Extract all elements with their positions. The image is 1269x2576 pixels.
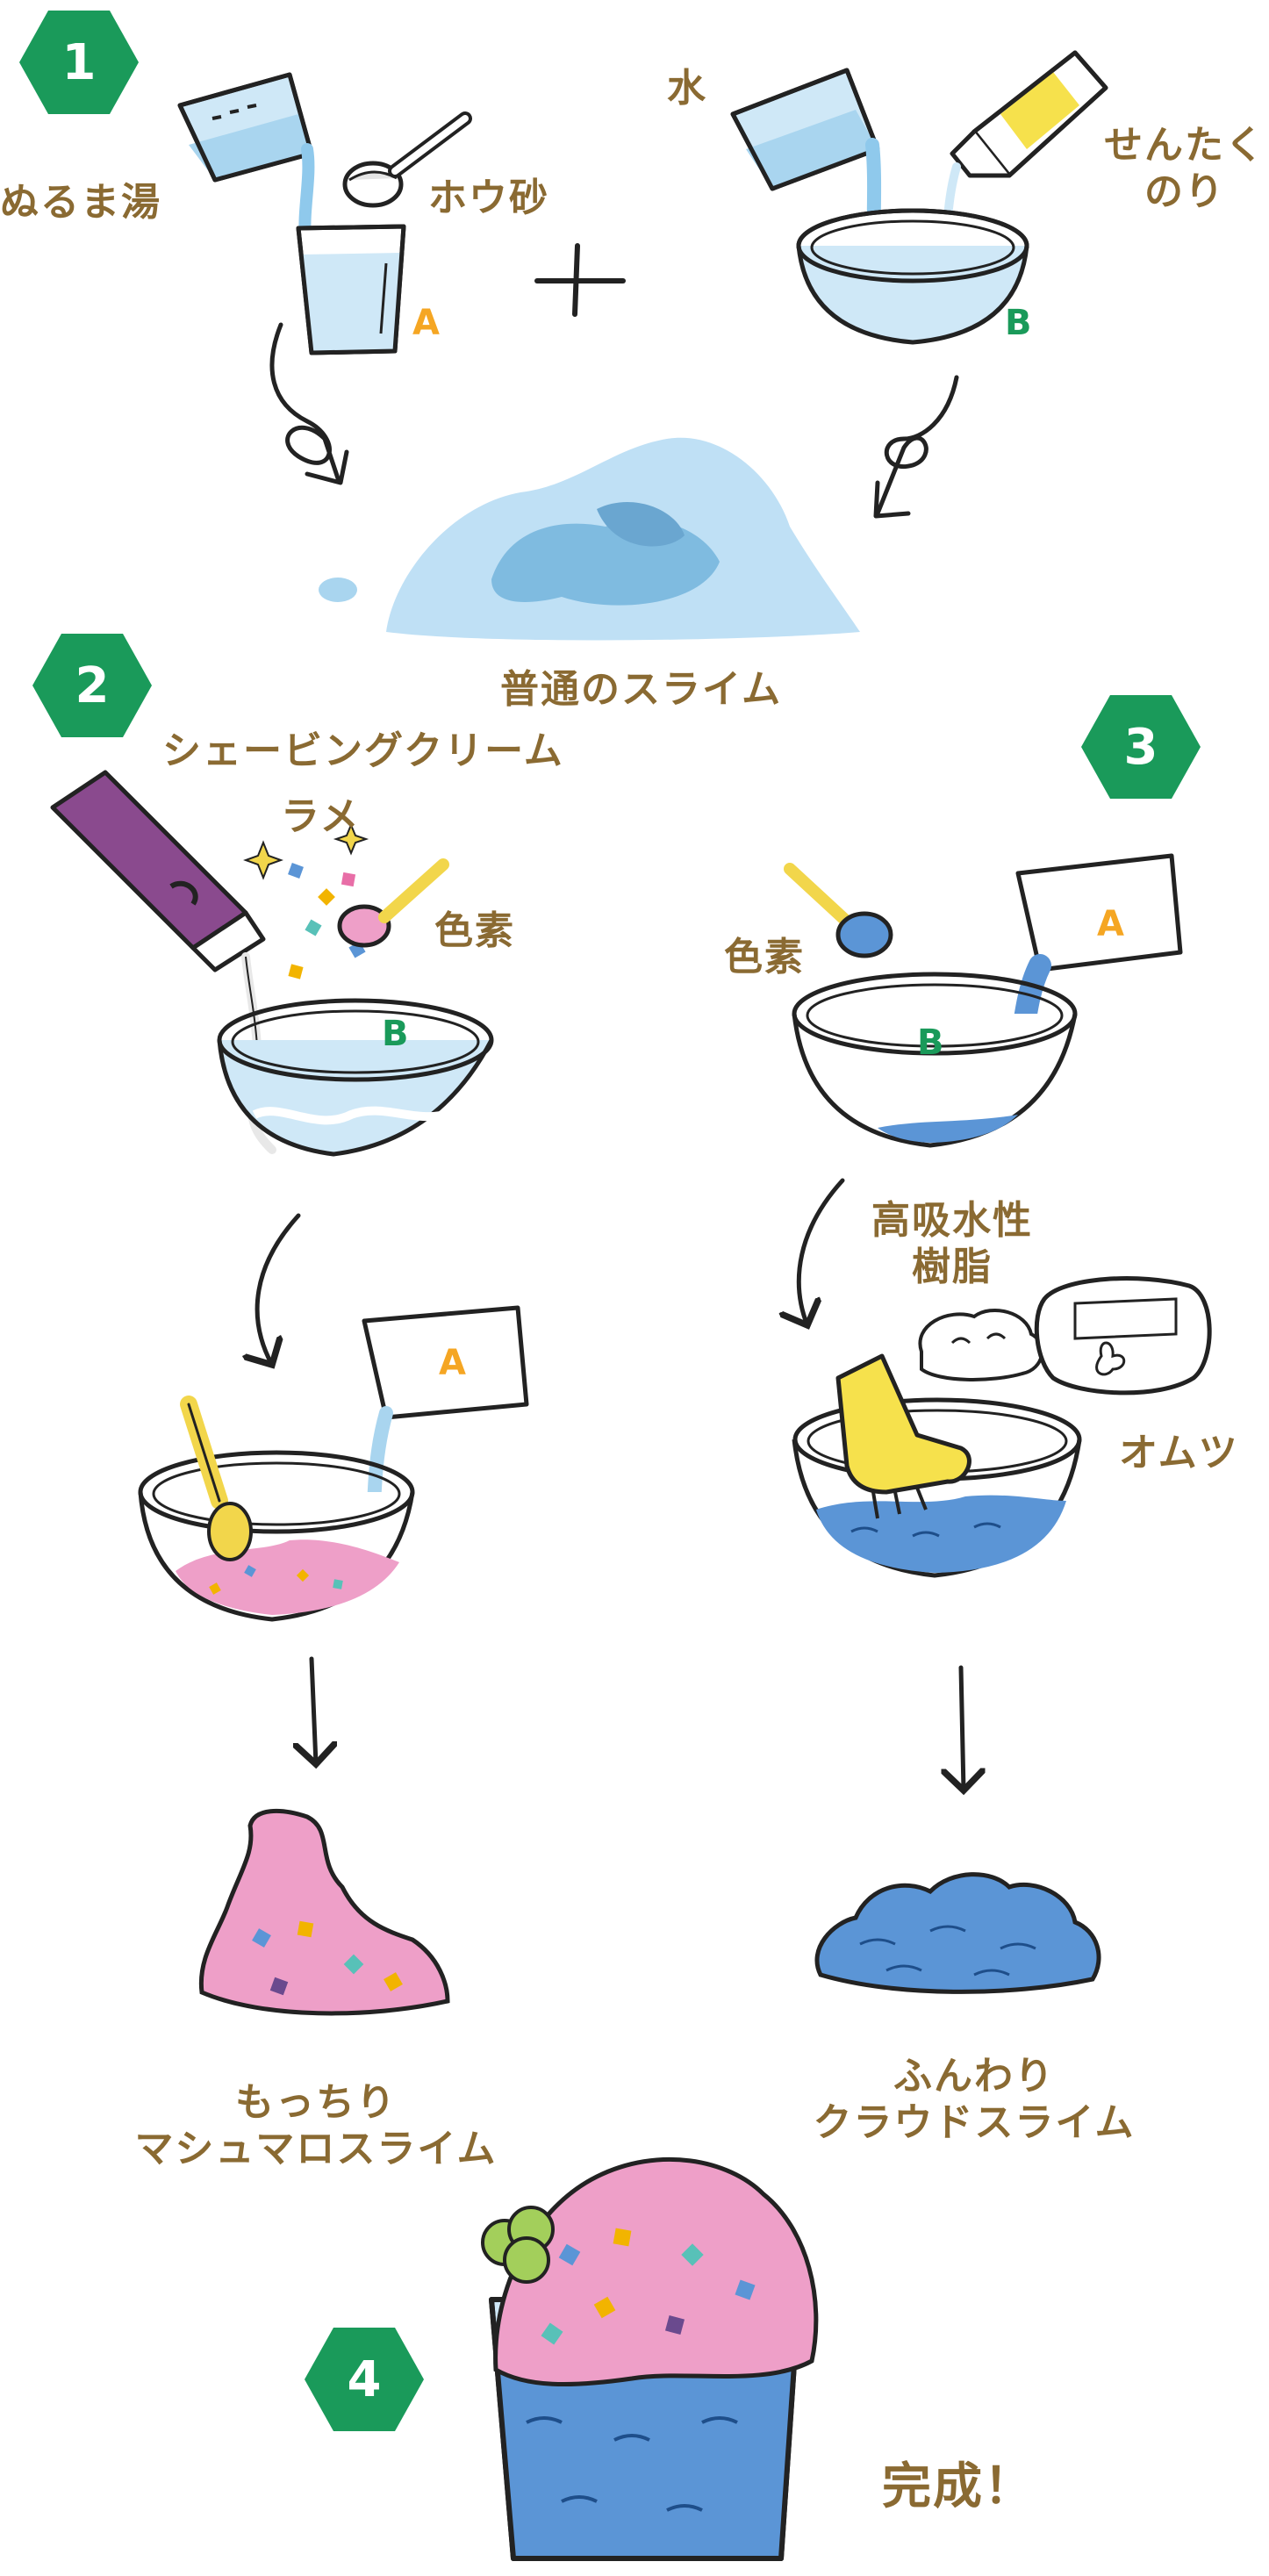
label-laundry-glue: せんたく のり: [1101, 123, 1268, 216]
label-laundry-glue-line2: のり: [1144, 169, 1225, 214]
label-marshmallow-line2: マシュマロスライム: [134, 2126, 498, 2171]
step-number: 3: [1123, 718, 1158, 776]
label-borax: ホウ砂: [428, 176, 549, 220]
arrow-step2-a-icon: [257, 1213, 301, 1365]
label-pigment-step2: 色素: [434, 908, 515, 953]
step-badge-2: 2: [31, 632, 154, 739]
step-number: 2: [75, 657, 110, 714]
arrow-step3-a-icon: [799, 1178, 845, 1325]
bowl-step2-mix-icon: [138, 1396, 415, 1622]
bowl-step3-mix-icon: [792, 1397, 1082, 1578]
pigment-spoon-pink-icon: [337, 858, 449, 948]
clover-leaf-icon: [481, 2206, 555, 2284]
label-laundry-glue-line1: せんたく: [1104, 123, 1265, 168]
finished-cup-icon: [489, 2156, 819, 2561]
rubber-glove-icon: [835, 1353, 971, 1519]
cloud-slime-icon: [814, 1872, 1101, 1994]
label-marshmallow-line1: もっちり: [235, 2080, 397, 2125]
step-badge-1: 1: [18, 9, 140, 116]
label-polymer-line1: 高吸水性: [871, 1198, 1033, 1243]
label-water: 水: [667, 66, 707, 111]
label-cloud-line2: クラウドスライム: [813, 2099, 1136, 2145]
label-cloud-slime: ふんわり クラウドスライム: [781, 2054, 1167, 2147]
polymer-pile-icon: [918, 1308, 1044, 1381]
marshmallow-slime-icon: [198, 1808, 450, 2016]
arrow-left-step1-icon: [269, 322, 349, 485]
step-badge-4: 4: [303, 2326, 426, 2433]
plain-slime-icon: [319, 437, 860, 641]
tag-b-step2: B: [382, 1014, 409, 1054]
label-complete: 完成！: [882, 2458, 1035, 2515]
label-shaving-cream: シェービングクリーム: [162, 728, 564, 773]
bowl-b-icon: [796, 208, 1029, 345]
step-number: 1: [61, 33, 97, 91]
pigment-spoon-blue-icon: [784, 863, 893, 958]
bowl-b-step3-icon: [792, 972, 1078, 1148]
tag-b-step3: B: [917, 1023, 944, 1063]
label-warm-water: ぬるま湯: [0, 180, 161, 225]
arrow-right-step1-icon: [873, 375, 959, 519]
shaving-cream-can-icon: [50, 770, 276, 1154]
measuring-cup-left-icon: [177, 72, 315, 243]
label-pigment-step3: 色素: [724, 935, 805, 979]
tag-b: B: [1005, 303, 1032, 343]
label-cloud-line1: ふんわり: [893, 2054, 1055, 2099]
label-plain-slime: 普通のスライム: [500, 667, 783, 712]
label-glitter: ラメ: [281, 794, 361, 839]
tag-a: A: [412, 303, 440, 343]
tag-a-step2: A: [439, 1343, 466, 1383]
label-marshmallow-slime: もっちり マシュマロスライム: [88, 2080, 544, 2173]
arrow-step3-b-icon: [961, 1665, 964, 1790]
label-superabsorbent-polymer: 高吸水性 樹脂: [864, 1198, 1040, 1291]
laundry-glue-bottle-icon: [935, 50, 1108, 329]
plus-sign-icon: [534, 243, 626, 317]
arrow-step2-b-icon: [312, 1656, 316, 1764]
glitter-confetti-icon: [243, 822, 369, 979]
diaper-icon: [1034, 1276, 1212, 1396]
label-diaper: オムツ: [1119, 1431, 1239, 1475]
step-number: 4: [347, 2350, 382, 2408]
bowl-b-step2-icon: [217, 998, 494, 1157]
tag-a-step3: A: [1097, 904, 1124, 944]
glass-a-icon: [296, 224, 406, 355]
step-badge-3: 3: [1079, 693, 1202, 800]
label-polymer-line2: 樹脂: [912, 1244, 993, 1289]
borax-spoon-icon: [342, 111, 472, 208]
